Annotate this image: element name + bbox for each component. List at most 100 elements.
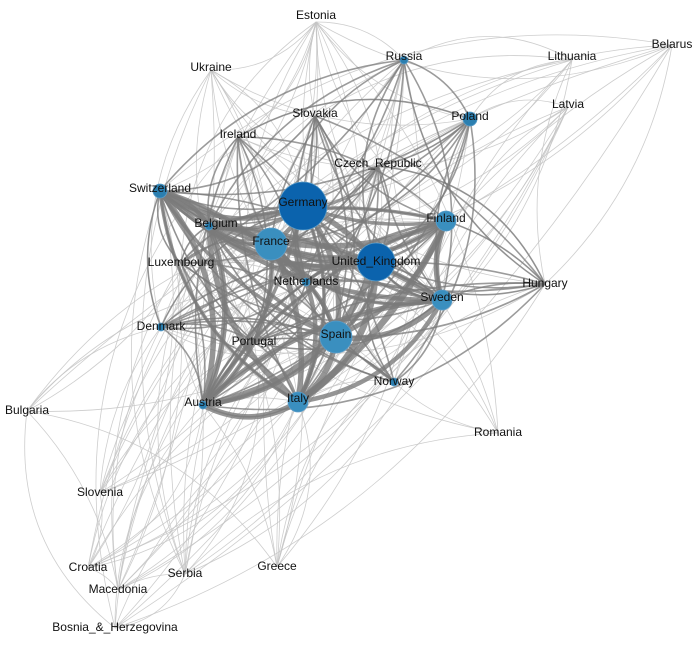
edge-poland-ireland [237, 98, 471, 138]
node-label-portugal: Portugal [232, 334, 277, 348]
node-label-lithuania: Lithuania [548, 49, 597, 63]
edge-denmark-slovenia [99, 326, 162, 494]
edge-sweden-norway [393, 299, 443, 383]
edge-italy-netherlands [296, 281, 318, 404]
node-label-macedonia: Macedonia [89, 582, 148, 596]
edge-bulgaria-macedonia [26, 410, 119, 591]
node-label-germany: Germany [278, 195, 327, 209]
edge-estonia-romania [315, 21, 499, 434]
node-label-belarus: Belarus [652, 37, 693, 51]
edge-italy-switzerland [158, 190, 299, 404]
edge-estonia-belarus [315, 21, 673, 80]
edge-norway-romania [393, 381, 499, 434]
node-label-austria: Austria [184, 395, 222, 409]
edge-italy-bosnia [114, 401, 299, 629]
edge-austria-ireland [194, 136, 239, 406]
edge-belarus-switzerland [159, 34, 673, 192]
node-russia [399, 55, 409, 65]
edge-belarus-bosnia [114, 44, 673, 629]
edge-sweden-serbia [184, 299, 443, 575]
node-label-latvia: Latvia [552, 97, 584, 111]
node-label-finland: Finland [426, 211, 465, 225]
edge-spain-bulgaria [26, 336, 337, 412]
node-label-ireland: Ireland [220, 127, 257, 141]
node-label-slovenia: Slovenia [77, 485, 123, 499]
edge-belgium-austria [200, 225, 228, 407]
node-label-sweden: Sweden [420, 290, 463, 304]
edge-austria-denmark [160, 326, 204, 406]
edge-austria-greece [202, 404, 278, 568]
edge-luxembourg-austria [178, 262, 204, 406]
node-label-belgium: Belgium [194, 216, 237, 230]
edge-slovakia-hungary [314, 115, 546, 285]
node-label-estonia: Estonia [296, 8, 336, 22]
edge-switzerland-russia [159, 59, 405, 192]
edge-switzerland-portugal [159, 190, 255, 343]
edge-czech_republic-hungary [377, 165, 546, 285]
edges [24, 21, 673, 629]
node-label-russia: Russia [386, 49, 423, 63]
node-label-france: France [252, 234, 290, 248]
edge-bulgaria-greece [26, 410, 278, 568]
edge-italy-austria [201, 399, 300, 420]
edge-finland-hungary [445, 220, 546, 285]
edge-lithuania-norway [393, 59, 573, 383]
edge-united_kingdom-russia [362, 59, 405, 263]
edge-switzerland-austria [157, 189, 217, 406]
edge-switzerland-slovakia [159, 115, 316, 192]
node-sweden [431, 289, 453, 311]
node-label-luxembourg: Luxembourg [148, 255, 215, 269]
edge-latvia-ireland [237, 106, 569, 169]
edge-latvia-croatia [87, 106, 569, 569]
edge-finland-ireland [237, 136, 447, 222]
edge-ukraine-slovakia [210, 69, 316, 117]
edge-estonia-russia [315, 21, 405, 61]
node-label-hungary: Hungary [522, 276, 567, 290]
node-france [254, 227, 288, 261]
edge-lithuania-hungary [536, 59, 573, 285]
edge-denmark-bulgaria [26, 326, 162, 412]
edge-italy-finland [296, 219, 449, 405]
edge-italy-macedonia [117, 401, 299, 591]
edge-italy-croatia [87, 401, 299, 569]
edge-sweden-belgium [208, 223, 444, 303]
node-label-romania: Romania [474, 425, 522, 439]
node-germany [278, 181, 328, 231]
edge-switzerland-sweden [158, 189, 443, 303]
node-label-bosnia: Bosnia_&_Herzegovina [52, 620, 178, 634]
node-spain [319, 320, 353, 354]
node-austria [198, 400, 208, 410]
nodes [152, 55, 478, 413]
node-label-italy: Italy [287, 391, 309, 405]
edge-italy-greece [276, 401, 311, 568]
edge-italy-belgium [206, 225, 300, 405]
node-belgium [204, 221, 214, 231]
edge-belarus-germany [302, 44, 673, 207]
edge-ireland-bosnia [95, 136, 239, 629]
edge-serbia-macedonia [117, 573, 186, 591]
edge-belarus-bulgaria [26, 44, 673, 412]
edge-latvia-italy [297, 106, 569, 403]
node-finland [435, 210, 457, 232]
edge-belgium-russia [208, 59, 405, 227]
edge-austria-czech_republic [202, 165, 379, 406]
edge-belgium-serbia [157, 225, 210, 575]
node-norway [389, 377, 399, 387]
edge-sweden-luxembourg [180, 262, 443, 322]
edge-finland-austria [201, 219, 447, 406]
edge-portugal-russia [253, 59, 405, 343]
edge-finland-slovakia [314, 115, 447, 222]
node-united_kingdom [356, 242, 396, 282]
node-label-norway: Norway [374, 374, 415, 388]
edge-austria-bosnia [114, 404, 204, 629]
edge-sweden-russia [403, 59, 453, 301]
edge-hungary-greece [276, 283, 546, 568]
edge-sweden-austria [201, 297, 443, 407]
edge-poland-croatia [87, 118, 471, 569]
node-switzerland [152, 183, 168, 199]
node-label-ukraine: Ukraine [190, 60, 232, 74]
node-label-denmark: Denmark [137, 319, 187, 333]
edge-estonia-belgium [208, 21, 317, 227]
